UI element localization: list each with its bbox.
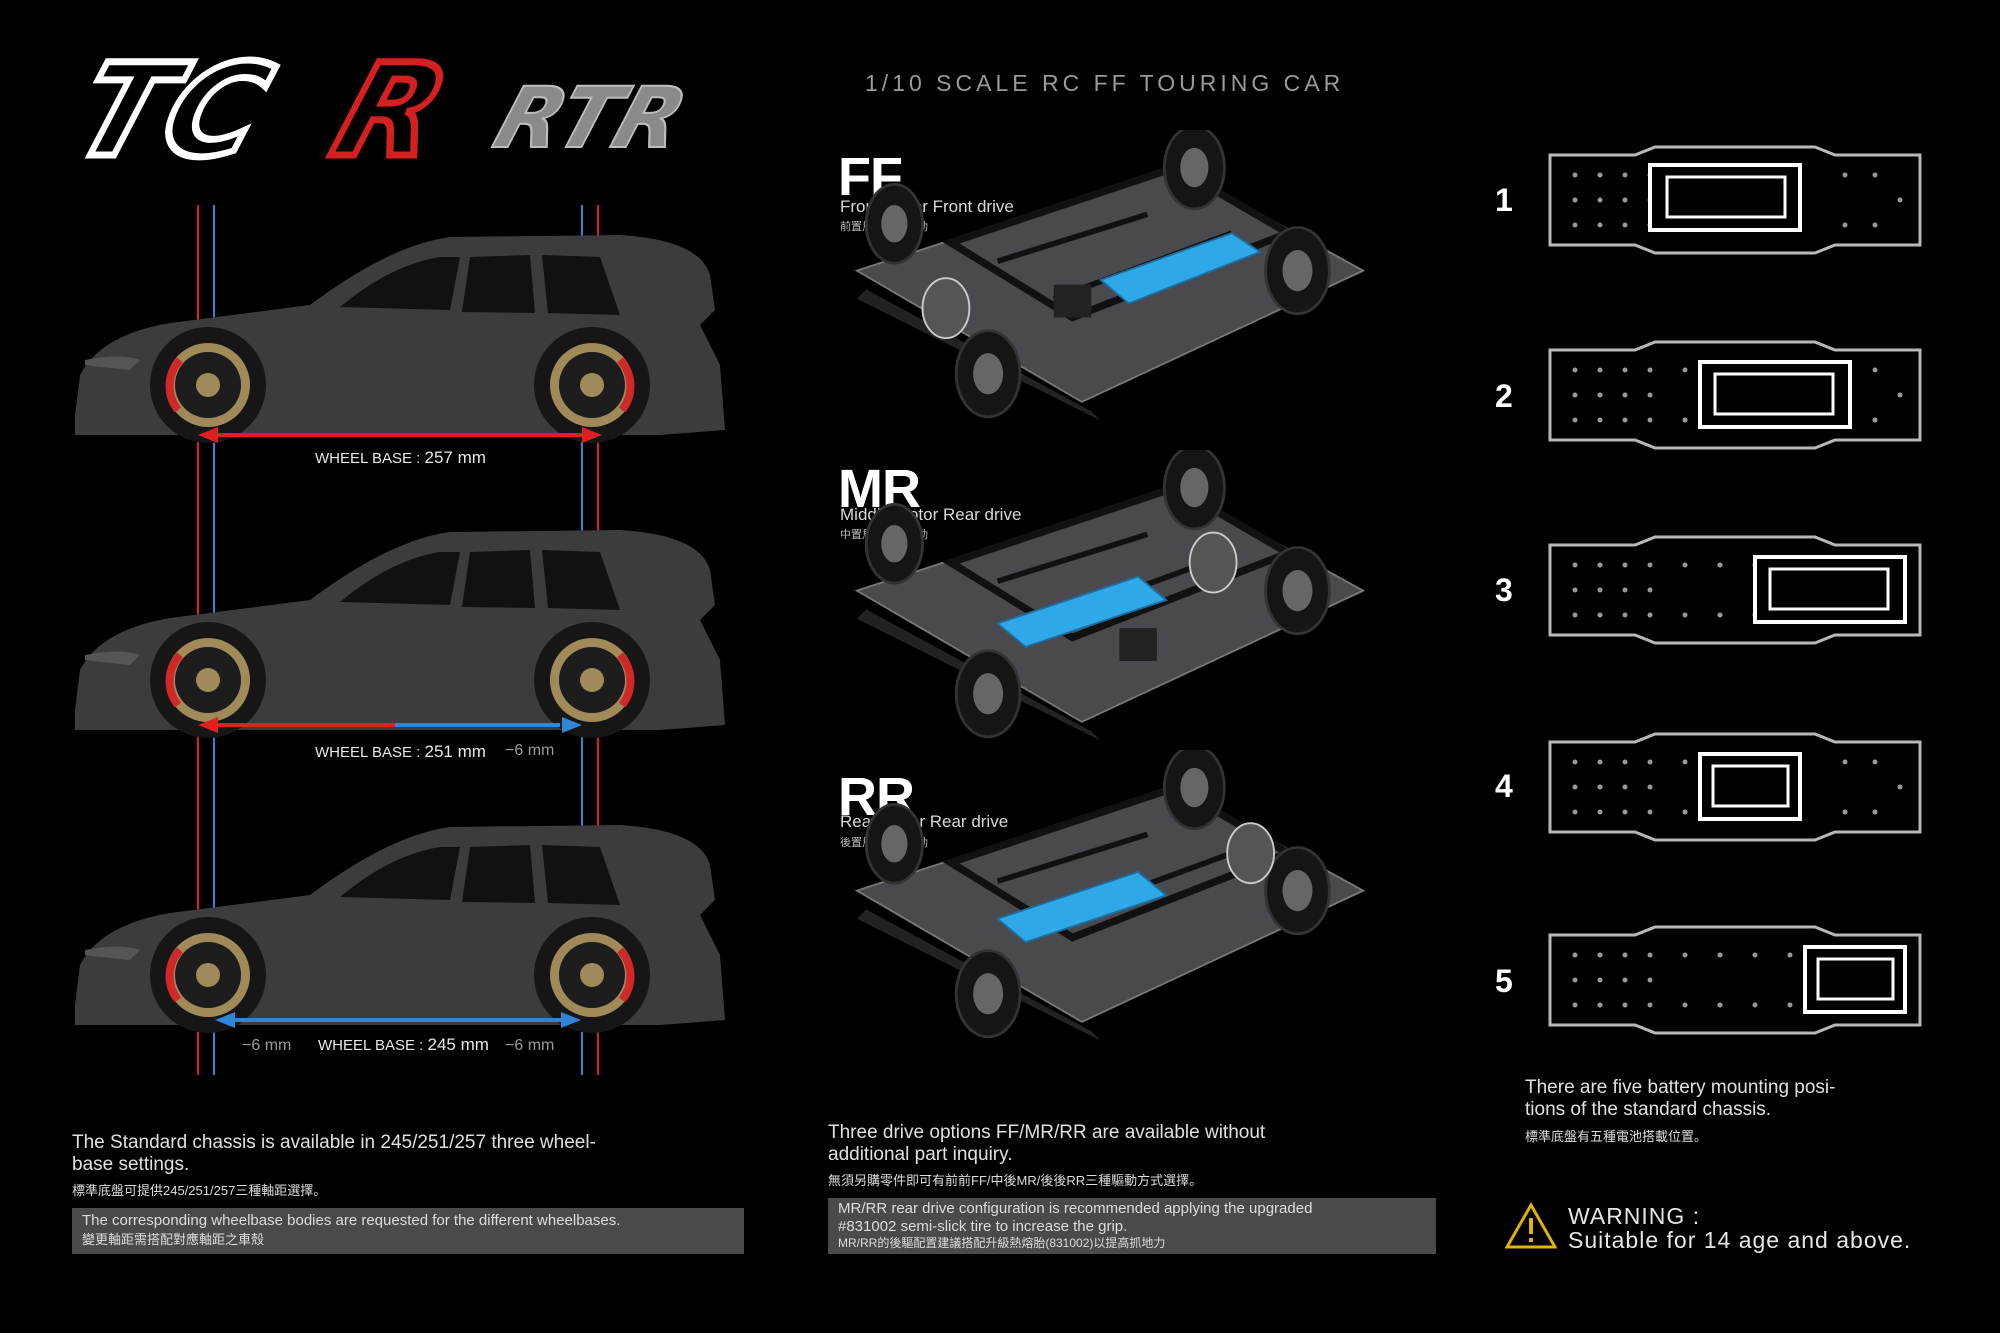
page-subtitle: 1/10 SCALE RC FF TOURING CAR (865, 70, 1345, 96)
wheelbase-note: The Standard chassis is available in 245… (72, 1132, 596, 1175)
tcr-rtr-logo: TC R RTR (60, 55, 699, 175)
position-number-2: 2 (1495, 378, 1513, 414)
battery-plate-3 (1548, 535, 1922, 645)
wheelbase-245-label: WHEEL BASE : 245 mm (318, 1035, 489, 1054)
offset-245-right: −6 mm (505, 1037, 555, 1054)
chassis-rr-image (820, 750, 1400, 1050)
position-number-3: 3 (1495, 572, 1513, 608)
wheelbase-arrow-257 (198, 427, 602, 443)
battery-plate-5 (1548, 925, 1922, 1035)
wheelbase-note-cn: 標準底盤可提供245/251/257三種軸距選擇。 (72, 1183, 327, 1198)
wheelbase-arrow-251 (198, 717, 582, 733)
offset-245-left: −6 mm (242, 1037, 292, 1054)
warning-icon (1505, 1202, 1557, 1249)
logo-rtr: RTR (483, 70, 698, 167)
wheelbase-257-label: WHEEL BASE : 257 mm (315, 448, 486, 467)
warning-title: WARNING : (1568, 1203, 1701, 1229)
tire-upgrade-notice: MR/RR rear drive configuration is recomm… (828, 1198, 1436, 1254)
drive-options-note: Three drive options FF/MR/RR are availab… (828, 1122, 1266, 1165)
wheelbase-251-label: WHEEL BASE : 251 mm (315, 742, 486, 761)
chassis-mr-image (820, 450, 1400, 750)
wheelbase-arrow-245 (215, 1012, 581, 1028)
position-number-1: 1 (1495, 182, 1513, 218)
wheelbase-body-notice: The corresponding wheelbase bodies are r… (72, 1208, 744, 1254)
offset-251-right: −6 mm (505, 742, 555, 759)
warning-text: WARNING : Suitable for 14 age and above. (1568, 1204, 1911, 1252)
battery-positions-note-cn: 標準底盤有五種電池搭載位置。 (1525, 1129, 1708, 1144)
battery-plate-1 (1548, 145, 1922, 255)
position-number-5: 5 (1495, 963, 1513, 999)
logo-tc: TC (60, 55, 287, 175)
drive-options-note-cn: 無須另購零件即可有前前FF/中後MR/後後RR三種驅動方式選擇。 (828, 1173, 1203, 1188)
chassis-ff-image (820, 130, 1400, 430)
battery-positions-note: There are five battery mounting posi- ti… (1525, 1077, 1836, 1120)
warning-age: Suitable for 14 age and above. (1568, 1227, 1912, 1253)
battery-plate-4 (1548, 732, 1922, 842)
position-number-4: 4 (1495, 768, 1513, 804)
battery-plate-2 (1548, 340, 1922, 450)
